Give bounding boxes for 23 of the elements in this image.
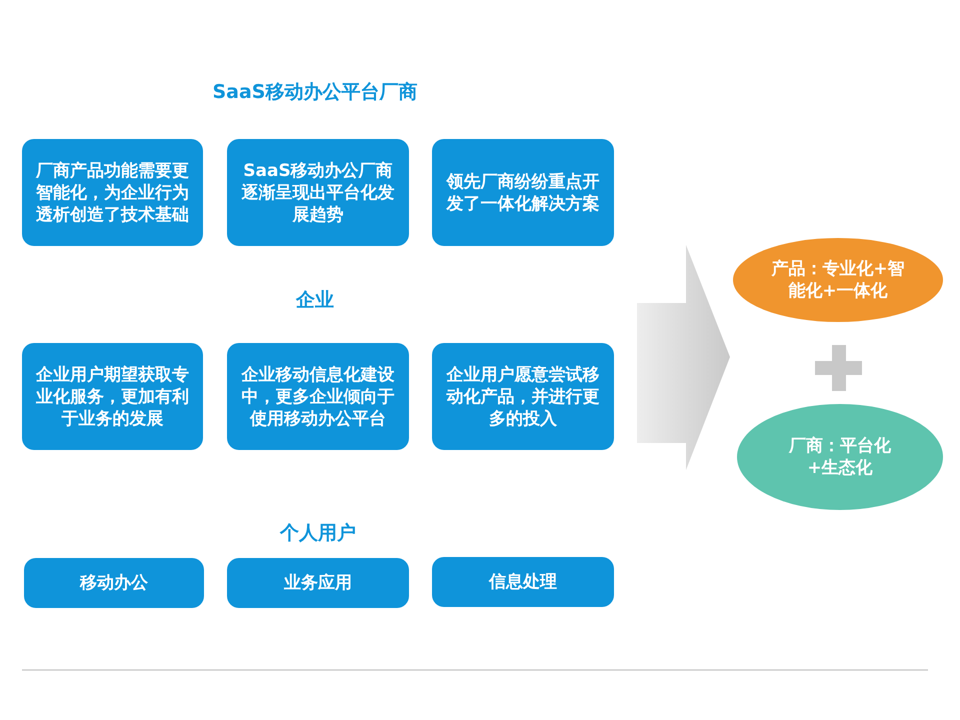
text-box <box>432 557 614 607</box>
text-box <box>227 139 409 246</box>
text-box <box>22 343 203 450</box>
box-text: SaaS移动办公厂商逐渐呈现出平台化发展趋势 <box>241 160 395 226</box>
text-box <box>24 558 204 608</box>
box-text: 企业用户期望获取专业化服务，更加有利于业务的发展 <box>36 364 189 430</box>
text-box <box>432 343 614 450</box>
box-text: 产品：专业化+智能化+一体化 <box>771 258 905 302</box>
box-text: 厂商产品功能需要更智能化，为企业行为透析创造了技术基础 <box>36 160 189 226</box>
group-heading: SaaS移动办公平台厂商 <box>212 81 418 103</box>
box-text: 企业移动信息化建设中，更多企业倾向于使用移动办公平台 <box>241 364 395 430</box>
box-text: 厂商：平台化+生态化 <box>788 435 892 479</box>
box-text: 业务应用 <box>284 572 352 594</box>
text-box <box>432 139 614 246</box>
text-box <box>22 139 203 246</box>
box-text: 信息处理 <box>489 571 557 593</box>
box-text: 企业用户愿意尝试移动化产品，并进行更多的投入 <box>446 364 600 430</box>
group-heading: 个人用户 <box>280 522 356 544</box>
box-text: 领先厂商纷纷重点开发了一体化解决方案 <box>446 170 600 214</box>
text-box <box>227 558 409 608</box>
text-box <box>227 343 409 450</box>
box-text: 移动办公 <box>80 572 148 594</box>
group-heading: 企业 <box>296 289 334 311</box>
